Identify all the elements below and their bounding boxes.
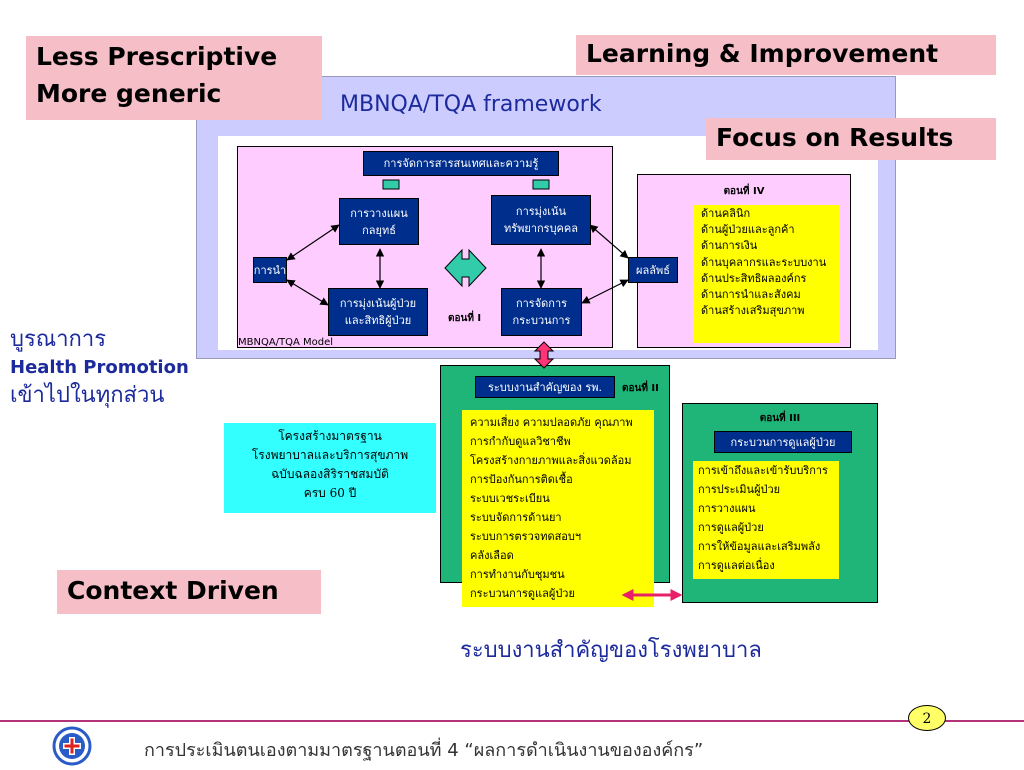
part2-item: ความเสี่ยง ความปลอดภัย คุณภาพ <box>470 416 633 429</box>
strategic-planning-line1: การวางแผน <box>350 206 408 220</box>
leadership-box: การนำ <box>253 257 287 283</box>
focus-results-text: Focus on Results <box>716 123 954 152</box>
process-management-line1: การจัดการ <box>515 297 568 310</box>
hr-results-arrow <box>589 224 629 259</box>
leadership-text: การนำ <box>253 263 287 277</box>
part4-item: ด้านผู้ป่วยและลูกค้า <box>701 223 795 237</box>
context-driven-text: Context Driven <box>67 576 279 605</box>
part2-label: ตอนที่ II <box>622 383 659 394</box>
part3-item: การให้ข้อมูลและเสริมพลัง <box>698 540 821 553</box>
strategic-planning-line2: กลยุทธ์ <box>362 223 396 237</box>
part3-item: การประเมินผู้ป่วย <box>698 483 781 496</box>
part2-header: ระบบงานสำคัญของ รพ. <box>475 376 615 398</box>
health-promotion-note: บูรณาการ Health Promotion เข้าไปในทุกส่ว… <box>10 324 230 412</box>
model-label: MBNQA/TQA Model <box>238 337 334 348</box>
patient-focus-line2: และสิทธิผู้ป่วย <box>344 314 412 327</box>
part1-label: ตอนที่ I <box>448 313 482 324</box>
hospital-logo-icon <box>52 726 92 766</box>
leader-patient-arrow <box>286 279 329 306</box>
footer-title: การประเมินตนเองตามมาตรฐานตอนที่ 4 “ผลการ… <box>144 740 704 761</box>
hr-focus-line1: การมุ่งเน้น <box>515 205 567 218</box>
leader-planning-arrow <box>286 224 340 261</box>
part4-item: ด้านการนำและสังคม <box>701 288 801 302</box>
standard-structure-box: โครงสร้างมาตรฐาน โรงพยาบาลและบริการสุขภา… <box>224 423 436 513</box>
part3-header-text: กระบวนการดูแลผู้ป่วย <box>730 435 836 449</box>
part2-item: ระบบจัดการด้านยา <box>470 511 562 524</box>
patient-focus-box: การมุ่งเน้นผู้ป่วย และสิทธิผู้ป่วย <box>328 288 428 336</box>
learning-improvement-callout: Learning & Improvement <box>576 35 996 75</box>
info-to-planning-connector <box>382 179 400 190</box>
results-box: ผลลัพธ์ <box>628 257 678 283</box>
process-management-line2: กระบวนการ <box>512 314 571 327</box>
less-prescriptive-text: Less Prescriptive <box>36 42 278 71</box>
part2-item: ระบบการตรวจทดสอบฯ <box>470 530 582 543</box>
part2-item: กระบวนการดูแลผู้ป่วย <box>470 587 575 600</box>
part2-item: โครงสร้างกายภาพและสิ่งแวดล้อม <box>470 454 632 467</box>
part2-header-text: ระบบงานสำคัญของ รพ. <box>487 380 603 394</box>
part4-label: ตอนที่ IV <box>723 186 765 197</box>
more-generic-text: More generic <box>36 79 222 108</box>
strategic-planning-box: การวางแผน กลยุทธ์ <box>339 198 419 245</box>
integration-text: บูรณาการ <box>10 327 107 352</box>
part2-item: การป้องกันการติดเชื้อ <box>470 473 573 486</box>
part2-systems-list: ความเสี่ยง ความปลอดภัย คุณภาพ การกำกับดู… <box>462 410 654 607</box>
part3-item: การดูแลผู้ป่วย <box>698 521 764 534</box>
less-prescriptive-callout: Less Prescriptive More generic <box>26 36 322 120</box>
part4-item: ด้านประสิทธิผลองค์กร <box>701 271 807 285</box>
part3-item: การเข้าถึงและเข้ารับบริการ <box>698 464 828 477</box>
part4-item: ด้านคลินิก <box>701 207 751 220</box>
patient-focus-line1: การมุ่งเน้นผู้ป่วย <box>339 297 417 310</box>
context-driven-callout: Context Driven <box>57 570 321 614</box>
process-management-box: การจัดการ กระบวนการ <box>501 288 582 336</box>
part4-results-list: ด้านคลินิก ด้านผู้ป่วยและลูกค้า ด้านการเ… <box>693 205 839 343</box>
health-promotion-text: Health Promotion <box>10 357 189 378</box>
part3-label: ตอนที่ III <box>759 413 801 424</box>
part4-item: ด้านบุคลากรและระบบงาน <box>701 255 827 269</box>
info-management-box: การจัดการสารสนเทศและความรู้ <box>363 151 559 176</box>
process-results-arrow <box>581 279 629 304</box>
standard-structure-line: โครงสร้างมาตรฐาน <box>278 429 382 443</box>
standard-structure-line: ครบ 60 ปี <box>303 486 357 500</box>
part3-item: การดูแลต่อเนื่อง <box>698 559 775 572</box>
part3-item: การวางแผน <box>698 502 756 515</box>
framework-title: MBNQA/TQA framework <box>340 92 602 117</box>
part4-item: ด้านสร้างเสริมสุขภาพ <box>701 304 805 318</box>
part2-item: คลังเลือด <box>470 549 514 562</box>
results-text: ผลลัพธ์ <box>636 263 670 277</box>
hr-focus-line2: ทรัพยากรบุคคล <box>503 222 579 235</box>
part3-header: กระบวนการดูแลผู้ป่วย <box>714 431 852 453</box>
standard-structure-line: ฉบับฉลองสิริราชสมบัติ <box>271 467 389 481</box>
center-double-arrow <box>444 248 487 288</box>
standard-structure-line: โรงพยาบาลและบริการสุขภาพ <box>251 448 409 462</box>
everywhere-text: เข้าไปในทุกส่วน <box>10 383 165 408</box>
info-management-text: การจัดการสารสนเทศและความรู้ <box>383 157 539 170</box>
learning-improvement-text: Learning & Improvement <box>586 39 939 68</box>
focus-results-callout: Focus on Results <box>706 118 996 160</box>
part4-item: ด้านการเงิน <box>701 239 758 253</box>
part2-item: การทำงานกับชุมชน <box>470 568 565 581</box>
hr-focus-box: การมุ่งเน้น ทรัพยากรบุคคล <box>491 195 591 245</box>
part1-to-part2-arrow <box>533 341 555 369</box>
part2-item: ระบบเวชระเบียน <box>470 492 550 505</box>
part2-item: การกำกับดูแลวิชาชีพ <box>470 435 571 448</box>
info-to-hr-connector <box>532 179 550 190</box>
key-systems-caption: ระบบงานสำคัญของโรงพยาบาล <box>460 638 762 663</box>
part3-care-list: การเข้าถึงและเข้ารับบริการ การประเมินผู้… <box>693 461 839 579</box>
page-number: 2 <box>908 705 946 731</box>
